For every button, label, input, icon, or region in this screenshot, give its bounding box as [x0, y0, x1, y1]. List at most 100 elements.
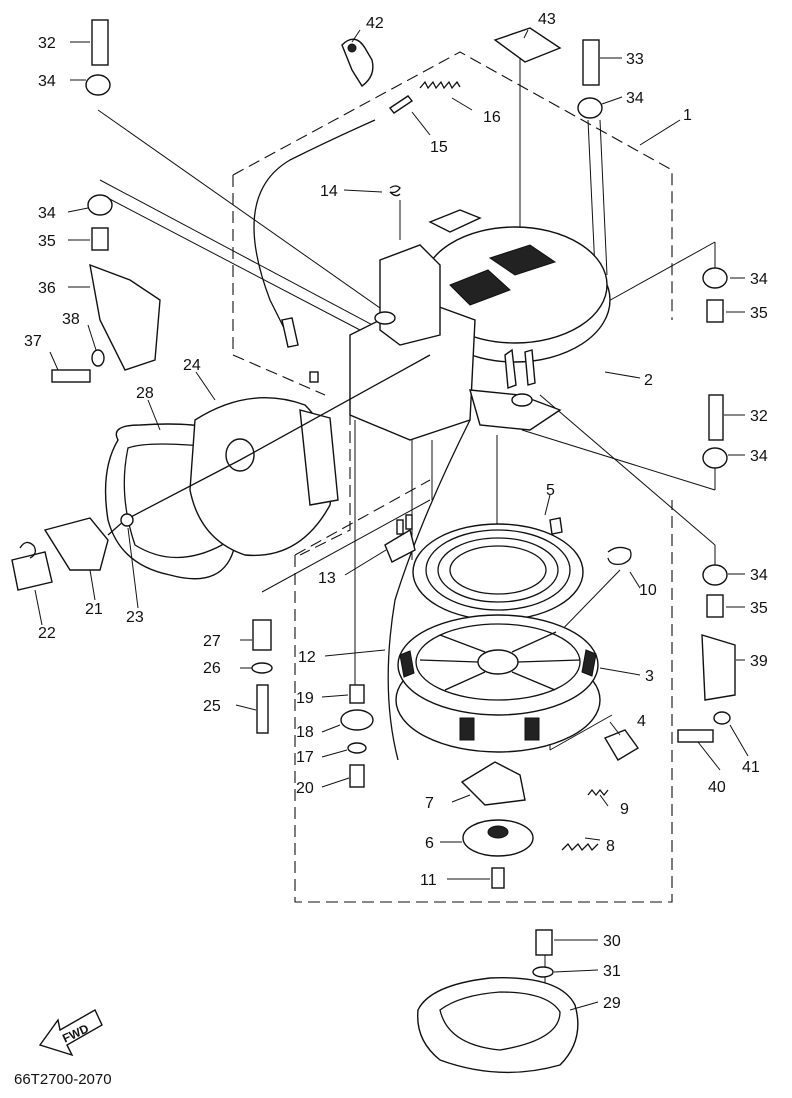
bush	[340, 709, 374, 731]
label-35-a: 35	[38, 233, 56, 250]
label-13: 13	[318, 570, 336, 587]
small-clip	[389, 185, 401, 197]
label-38: 38	[62, 311, 80, 328]
handle-grip	[11, 551, 53, 591]
pawl-spring	[587, 788, 609, 797]
grommet-34-f	[702, 564, 728, 586]
label-2: 2	[644, 372, 653, 389]
label-15: 15	[430, 139, 448, 156]
washer-38	[91, 349, 105, 367]
grommet-34-e	[702, 447, 728, 469]
label-35-b: 35	[750, 305, 768, 322]
label-6: 6	[425, 835, 434, 852]
drive-plate-hub	[487, 825, 509, 839]
collar-35-right-a	[706, 299, 724, 323]
assembly-boundary-lower	[294, 479, 673, 903]
bolt-32-left	[91, 19, 109, 66]
label-39: 39	[750, 653, 768, 670]
bolt-25	[256, 684, 269, 734]
bracket-36	[89, 263, 161, 371]
label-41: 41	[742, 759, 760, 776]
rope-knot	[120, 513, 134, 527]
friction-plate	[460, 761, 526, 806]
cable-terminal	[281, 317, 299, 348]
label-1: 1	[683, 107, 692, 124]
spring	[419, 80, 461, 90]
label-16: 16	[483, 109, 501, 126]
label-34-a: 34	[38, 73, 56, 90]
grommet-34-b	[87, 194, 113, 216]
starter-cable	[253, 119, 376, 341]
label-34-c: 34	[626, 90, 644, 107]
bracket-39	[701, 634, 736, 701]
cable-bracket-pin-a	[396, 519, 404, 535]
label-12: 12	[298, 649, 316, 666]
label-10: 10	[639, 582, 657, 599]
label-28: 28	[136, 385, 154, 402]
bolt-37	[51, 369, 91, 383]
handle-clip	[19, 541, 36, 559]
label-plate	[493, 27, 562, 63]
return-spring	[561, 842, 599, 852]
label-22: 22	[38, 625, 56, 642]
part-labels: 1 2 3 4 5 6 7 8 9 10 11 12 13 14 15 16 1…	[24, 11, 768, 1012]
label-24: 24	[183, 357, 201, 374]
bolt-33	[582, 39, 600, 86]
label-8: 8	[606, 838, 615, 855]
label-32-left: 32	[38, 35, 56, 52]
starter-rope	[107, 354, 431, 536]
label-4: 4	[637, 713, 646, 730]
label-30: 30	[603, 933, 621, 950]
label-18: 18	[296, 724, 314, 741]
grommet-34-d	[702, 267, 728, 289]
label-35-c: 35	[750, 600, 768, 617]
cable-bracket-pin-b	[405, 514, 413, 530]
label-40: 40	[708, 779, 726, 796]
label-9: 9	[620, 801, 629, 818]
label-32-right: 32	[750, 408, 768, 425]
label-43: 43	[538, 11, 556, 28]
center-bolt	[491, 867, 505, 889]
cable-bracket	[384, 528, 416, 563]
assembly-boundary-upper	[232, 51, 673, 556]
label-31: 31	[603, 963, 621, 980]
grommet-34-c	[577, 97, 603, 119]
cable-end	[388, 95, 414, 114]
diagram-code: 66T2700-2070	[14, 1071, 112, 1088]
washer-26	[251, 662, 273, 674]
collar-35-left	[91, 227, 109, 251]
rotor-cover-inner	[439, 991, 561, 1051]
label-17: 17	[296, 749, 314, 766]
label-23: 23	[126, 609, 144, 626]
pawl	[603, 729, 640, 761]
grommet-34-a	[85, 74, 111, 96]
label-34-b: 34	[38, 205, 56, 222]
bolt-30	[535, 929, 553, 956]
label-34-e: 34	[750, 448, 768, 465]
circlip	[607, 546, 632, 566]
label-29: 29	[603, 995, 621, 1012]
cable-clip	[341, 38, 374, 88]
label-42: 42	[366, 15, 384, 32]
label-33: 33	[626, 51, 644, 68]
cover	[189, 397, 333, 557]
label-19: 19	[296, 690, 314, 707]
starter-housing	[349, 209, 611, 441]
bolt-40	[677, 729, 714, 743]
label-11: 11	[420, 872, 437, 889]
collar-27	[252, 619, 272, 651]
bracket-cable	[387, 419, 471, 761]
fwd-arrow: FWD	[38, 1009, 103, 1057]
bolt-32-right	[708, 394, 724, 441]
starter-handle	[43, 517, 109, 571]
label-21: 21	[85, 601, 103, 618]
cable-stopper	[309, 371, 319, 383]
label-20: 20	[296, 780, 314, 797]
label-27: 27	[203, 633, 221, 650]
label-34-d: 34	[750, 271, 768, 288]
label-36: 36	[38, 280, 56, 297]
sheave-drum	[395, 614, 601, 753]
cable-clip-hole	[347, 43, 357, 53]
spiral-spring	[412, 517, 584, 621]
